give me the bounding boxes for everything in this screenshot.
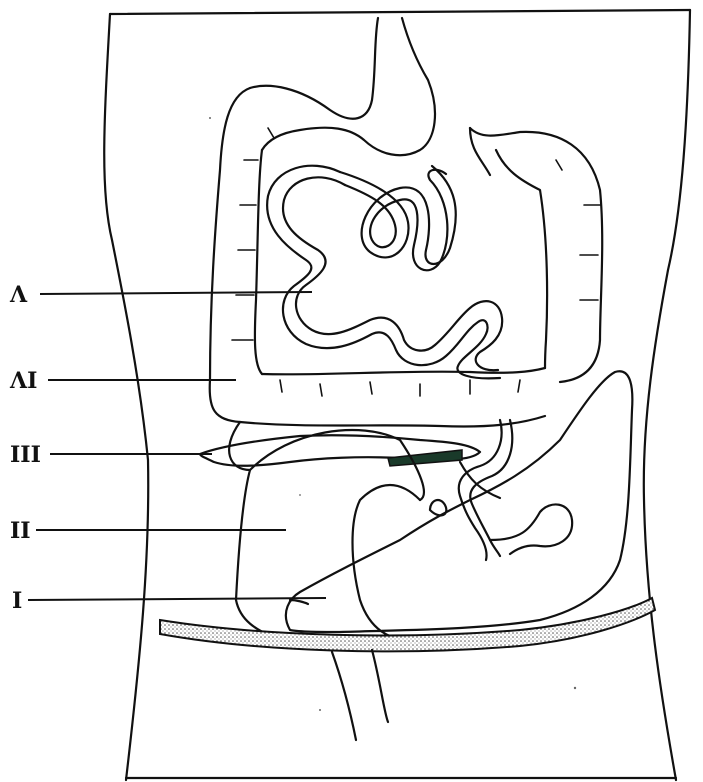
- lower-organ: [290, 600, 308, 604]
- label-i: I: [12, 588, 326, 614]
- pelvic-bar: [160, 598, 655, 651]
- stomach: [286, 371, 633, 632]
- dark-duct-segment: [388, 450, 462, 466]
- leader-line-i: [28, 598, 326, 600]
- label-iii: III: [10, 442, 212, 468]
- label-text-vi: ΛI: [9, 368, 37, 394]
- small-intestine: [267, 166, 502, 379]
- pancreas-strip: [200, 435, 480, 466]
- label-vi: ΛI: [9, 368, 236, 394]
- label-text-iii: III: [10, 442, 41, 468]
- torso-outline: [104, 10, 690, 780]
- rectum: [332, 650, 388, 740]
- label-v: Λ: [9, 282, 312, 308]
- esophagus: [250, 18, 435, 155]
- leader-line-v: [40, 292, 312, 294]
- label-text-ii: II: [10, 518, 31, 544]
- label-text-i: I: [12, 588, 22, 614]
- bile-duct: [459, 420, 572, 560]
- label-text-v: Λ: [9, 282, 28, 308]
- large-intestine: [210, 88, 603, 427]
